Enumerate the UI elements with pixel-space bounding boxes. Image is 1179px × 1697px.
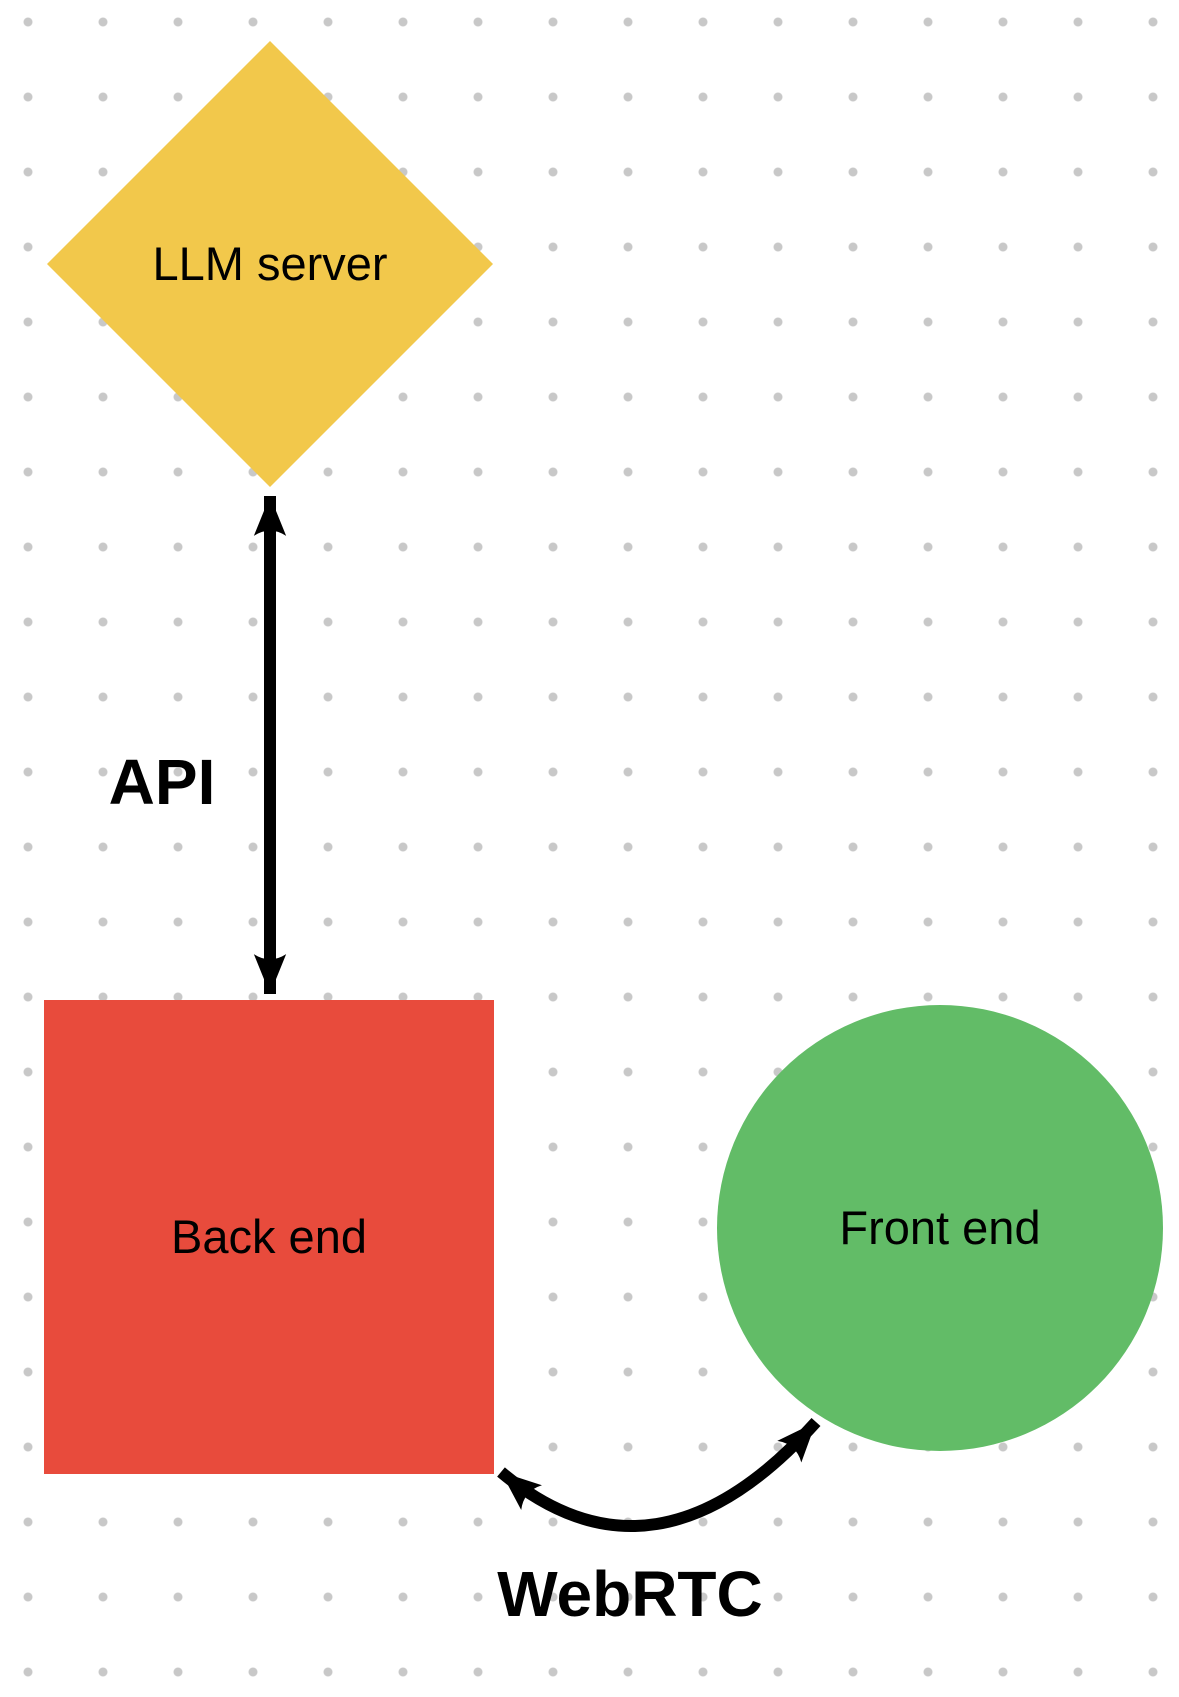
node-llm-server-diamond[interactable] bbox=[47, 41, 493, 487]
node-front-end-label: Front end bbox=[839, 1201, 1040, 1254]
edge-webrtc-arrow[interactable] bbox=[497, 1417, 821, 1532]
node-llm-server-label: LLM server bbox=[152, 237, 387, 290]
edge-api-label: API bbox=[109, 746, 216, 818]
node-back-end-square[interactable] bbox=[44, 1000, 494, 1474]
node-front-end-circle[interactable] bbox=[717, 1005, 1163, 1451]
node-back-end-label: Back end bbox=[171, 1210, 367, 1263]
edge-webrtc-label: WebRTC bbox=[497, 1558, 762, 1630]
